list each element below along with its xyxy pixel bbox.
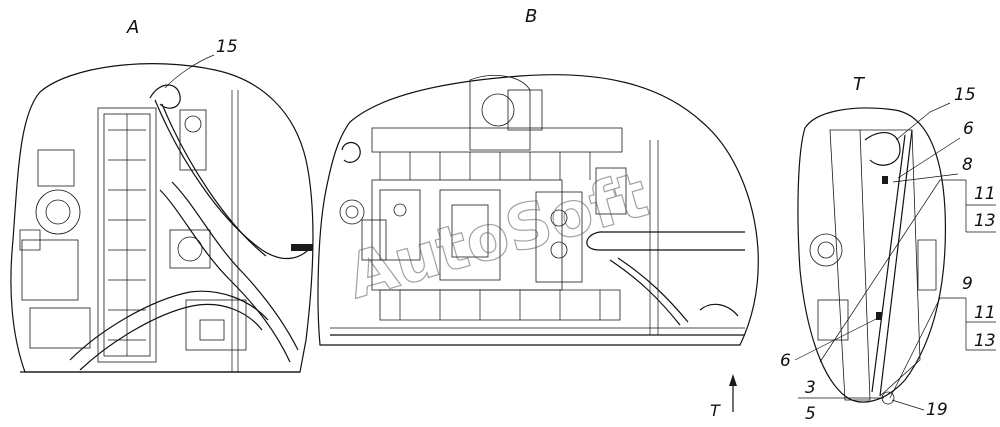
view-b-title: B (525, 6, 537, 27)
view-b-engine (330, 75, 745, 336)
callout-t-5: 5 (805, 404, 816, 424)
callout-t-6-top: 6 (963, 119, 974, 139)
view-t-callouts: 15 6 8 11 13 9 11 13 6 3 5 19 (780, 85, 996, 424)
callout-t-19: 19 (926, 400, 948, 420)
callout-t-9: 9 (962, 274, 973, 294)
view-a: A (10, 17, 314, 373)
view-a-title: A (126, 17, 139, 38)
view-t: T 15 6 8 11 13 (780, 74, 996, 424)
view-a-engine (19, 84, 313, 373)
leader-a-15 (164, 54, 215, 89)
view-b: B (317, 6, 759, 420)
view-arrow-label: T (710, 401, 721, 420)
view-direction-arrow-t: T (710, 374, 737, 420)
view-t-outline (797, 107, 946, 403)
callout-t-11-a: 11 (974, 184, 996, 204)
callout-t-11-b: 11 (974, 303, 996, 323)
callout-t-3: 3 (805, 378, 816, 398)
view-t-engine (809, 129, 937, 405)
view-a-outline (10, 63, 314, 373)
callout-a-15: 15 (216, 37, 238, 57)
view-b-outline (317, 74, 759, 346)
callout-t-13-b: 13 (974, 331, 996, 351)
callout-t-13-a: 13 (974, 211, 996, 231)
view-t-title: T (853, 74, 866, 95)
callout-t-6-bottom: 6 (780, 351, 791, 371)
callout-t-15: 15 (954, 85, 976, 105)
callout-t-8: 8 (962, 155, 973, 175)
